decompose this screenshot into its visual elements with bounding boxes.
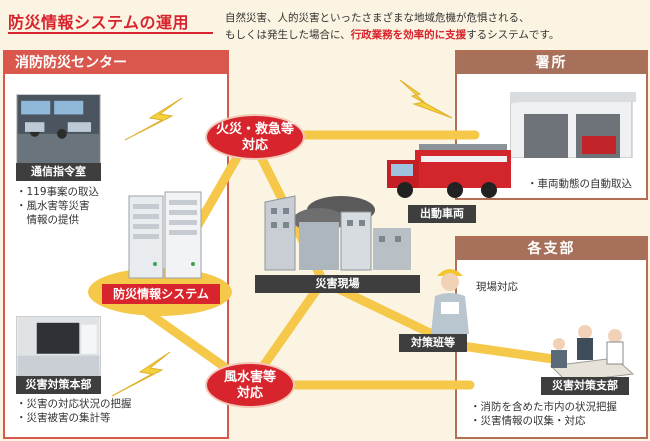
comm-room-bullet: ・119事案の取込 <box>16 186 100 198</box>
field-worker-icon <box>431 269 469 334</box>
fire-center-title: 消防防災センター <box>5 52 227 74</box>
disaster-scene-buildings-icon <box>264 195 411 271</box>
team-label: 対策班等 <box>399 334 467 352</box>
worker-note: 現場対応 <box>476 281 518 293</box>
title-underline <box>8 32 213 34</box>
fire-response-line-1: 火災・救急等 <box>215 122 294 137</box>
comm-room-bullet: ・風水害等災害 <box>16 200 90 212</box>
fire-station-garage-icon <box>510 92 636 158</box>
page-title-wrap: 防災情報システムの運用 <box>8 9 218 32</box>
hq-bullet: ・災害の対応状況の把握 <box>16 398 132 410</box>
vehicle-label: 出動車両 <box>408 205 476 223</box>
branch-hq-label: 災害対策支部 <box>541 377 629 395</box>
intro-line-2: もしくは発生した場合に、行政業務を効率的に支援するシステムです。 <box>225 27 645 44</box>
lightning-bolt-2-icon <box>111 351 171 397</box>
flood-response-line-1: 風水害等 <box>223 370 276 385</box>
branch-bullets: ・消防を含めた市内の状況把握 ・災害情報の収集・対応 <box>470 400 646 428</box>
intro-highlight: 行政業務を効率的に支援 <box>350 29 467 41</box>
system-label: 防災情報システム <box>102 284 220 304</box>
hq-bullets: ・災害の対応状況の把握 ・災害被害の集計等 <box>16 397 226 425</box>
branch-bullet: ・消防を含めた市内の状況把握 <box>470 401 617 413</box>
intro-text: 自然災害、人的災害といったさまざまな地域危機が危惧される、 もしくは発生した場合… <box>225 10 645 44</box>
hq-label: 災害対策本部 <box>16 376 101 394</box>
flood-response-line-2: 対応 <box>236 386 263 401</box>
connector-team-branch <box>450 340 565 365</box>
intro-line-2-pre: もしくは発生した場合に、 <box>225 29 351 41</box>
comm-room-bullet: 情報の提供 <box>16 214 79 226</box>
hq-photo <box>16 316 101 376</box>
vehicle-note: ・車両動態の自動取込 <box>527 178 632 190</box>
station-title: 署所 <box>457 52 646 74</box>
comm-room-photo <box>16 94 101 164</box>
lightning-bolt-3-icon <box>399 79 453 119</box>
scene-label: 災害現場 <box>255 275 420 293</box>
intro-line-2-post: するシステムです。 <box>466 29 560 41</box>
comm-room-label: 通信指令室 <box>16 163 101 181</box>
branch-meeting-icon <box>549 325 635 382</box>
branch-title: 各支部 <box>457 238 646 260</box>
fire-response-line-2: 対応 <box>241 138 268 153</box>
hq-bullet: ・災害被害の集計等 <box>16 412 111 424</box>
server-icon <box>128 191 202 279</box>
comm-room-bullets: ・119事案の取込 ・風水害等災害 情報の提供 <box>16 185 126 227</box>
lightning-bolt-1-icon <box>124 97 183 141</box>
page-title: 防災情報システムの運用 <box>8 13 190 32</box>
fire-truck-icon <box>387 144 511 198</box>
branch-bullet: ・災害情報の収集・対応 <box>470 415 586 427</box>
flood-response-oval: 風水害等 対応 <box>205 362 295 408</box>
intro-line-1: 自然災害、人的災害といったさまざまな地域危機が危惧される、 <box>225 12 530 24</box>
fire-response-oval: 火災・救急等 対応 <box>205 114 305 160</box>
